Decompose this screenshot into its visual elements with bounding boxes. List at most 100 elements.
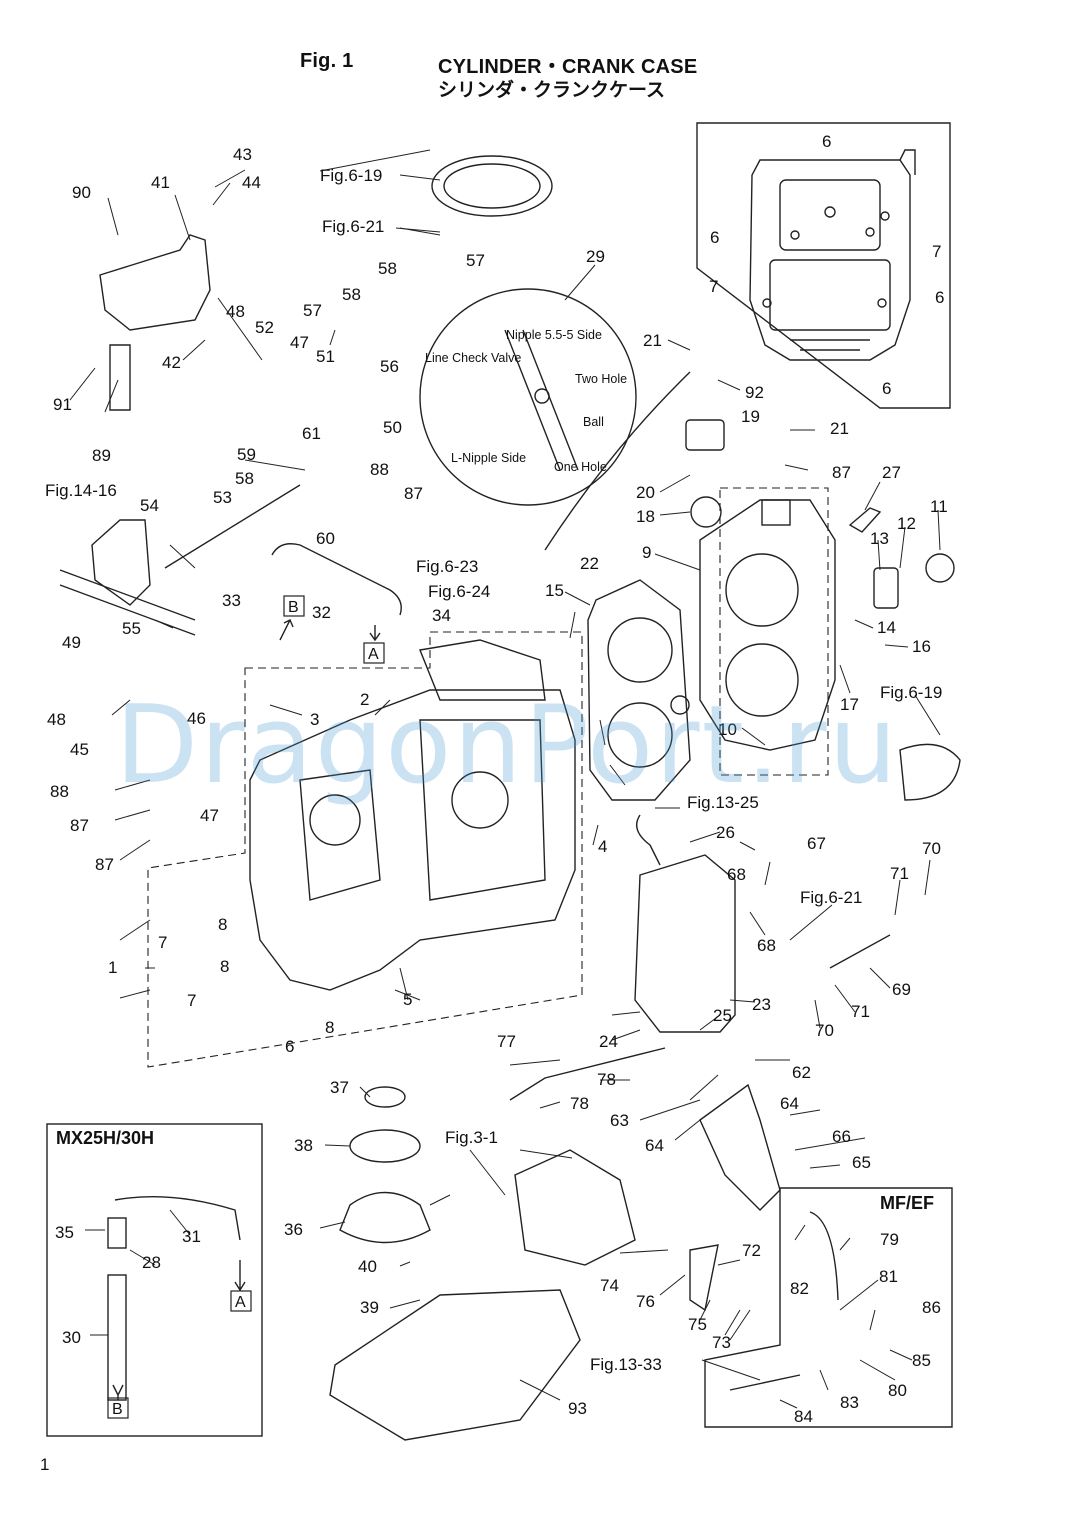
figure-reference: Fig.6-19 bbox=[880, 683, 942, 702]
gasket-93 bbox=[329, 1289, 581, 1441]
figure-reference: Fig.3-1 bbox=[445, 1128, 498, 1147]
part-label: 7 bbox=[709, 277, 718, 296]
mf-ef-inset-title: MF/EF bbox=[880, 1193, 934, 1213]
page-title-japanese: シリンダ・クランクケース bbox=[438, 79, 666, 101]
bracket-fig13-33 bbox=[729, 1374, 801, 1391]
marker-b: B bbox=[288, 599, 299, 616]
leader-lines bbox=[69, 149, 941, 1409]
clip-89 bbox=[109, 344, 131, 411]
part-label: 78 bbox=[597, 1070, 616, 1089]
figure-reference: Fig.6-24 bbox=[428, 582, 490, 601]
part-label: 42 bbox=[162, 353, 181, 372]
part-label: 30 bbox=[62, 1328, 81, 1347]
part-label: 43 bbox=[233, 145, 252, 164]
part-label: 62 bbox=[792, 1063, 811, 1082]
part-label: 32 bbox=[312, 603, 331, 622]
part-label: 71 bbox=[851, 1002, 870, 1021]
part-label: 54 bbox=[140, 496, 159, 515]
part-label: 53 bbox=[213, 488, 232, 507]
detail-label: Line Check Valve bbox=[425, 351, 521, 365]
part-label: 90 bbox=[72, 183, 91, 202]
detail-label: Ball bbox=[583, 415, 604, 429]
detail-label: One Hole bbox=[554, 460, 607, 474]
cylinder-head-gasket bbox=[587, 579, 691, 801]
detail-label: Two Hole bbox=[575, 372, 627, 386]
mf-ef-inset-frame bbox=[704, 1187, 953, 1428]
thermostat-18 bbox=[690, 496, 722, 528]
crankcase-cover bbox=[634, 854, 736, 1033]
part-label: 50 bbox=[383, 418, 402, 437]
part-label: 64 bbox=[645, 1136, 664, 1155]
part-label: 75 bbox=[688, 1315, 707, 1334]
part-label: 38 bbox=[294, 1136, 313, 1155]
part-label: 10 bbox=[718, 720, 737, 739]
part-label: 78 bbox=[570, 1094, 589, 1113]
part-label: 74 bbox=[600, 1276, 619, 1295]
marker-b-inset: B bbox=[112, 1401, 123, 1418]
hose-30 bbox=[107, 1274, 127, 1401]
part-label: 35 bbox=[55, 1223, 74, 1242]
part-label: 56 bbox=[380, 357, 399, 376]
spark-plug-27 bbox=[848, 507, 882, 533]
part-label: 61 bbox=[302, 424, 321, 443]
part-label: 8 bbox=[220, 957, 229, 976]
fitting-11 bbox=[925, 553, 955, 583]
part-label: 82 bbox=[790, 1279, 809, 1298]
boxed-markers: B A A B bbox=[107, 595, 385, 1419]
page-number: 1 bbox=[40, 1455, 50, 1474]
part-label: 46 bbox=[187, 709, 206, 728]
part-label: 76 bbox=[636, 1292, 655, 1311]
part-label: 70 bbox=[922, 839, 941, 858]
part-label: 58 bbox=[378, 259, 397, 278]
part-label: 63 bbox=[610, 1111, 629, 1130]
part-label: 34 bbox=[432, 606, 451, 625]
part-label: 87 bbox=[404, 484, 423, 503]
part-label: 19 bbox=[741, 407, 760, 426]
bracket-fig3-1 bbox=[514, 1149, 636, 1266]
part-label: 9 bbox=[642, 543, 651, 562]
figure-reference: Fig.6-23 bbox=[416, 557, 478, 576]
part-label: 20 bbox=[636, 483, 655, 502]
hose-22 bbox=[544, 371, 691, 551]
part-label: 44 bbox=[242, 173, 261, 192]
part-label: 89 bbox=[92, 446, 111, 465]
part-label: 87 bbox=[70, 816, 89, 835]
part-label: 24 bbox=[599, 1032, 618, 1051]
figure-reference: Fig.13-33 bbox=[590, 1355, 662, 1374]
part-label: 92 bbox=[745, 383, 764, 402]
hose-32 bbox=[271, 543, 402, 616]
part-label: 55 bbox=[122, 619, 141, 638]
part-label: 65 bbox=[852, 1153, 871, 1172]
part-label: 2 bbox=[360, 690, 369, 709]
part-label: 4 bbox=[598, 837, 607, 856]
part-label: 83 bbox=[840, 1393, 859, 1412]
part-label: 86 bbox=[922, 1298, 941, 1317]
part-label: 45 bbox=[70, 740, 89, 759]
part-label: 68 bbox=[727, 865, 746, 884]
assembly-dashed-outline bbox=[147, 487, 829, 1068]
part-label: 59 bbox=[237, 445, 256, 464]
part-label: 6 bbox=[882, 379, 891, 398]
part-label: 37 bbox=[330, 1078, 349, 1097]
bracket-fig6-19-right bbox=[899, 743, 961, 801]
part-label: 40 bbox=[358, 1257, 377, 1276]
part-label: 6 bbox=[822, 132, 831, 151]
detail-label: Nipple 5.5-5 Side bbox=[506, 328, 602, 342]
fitting-28 bbox=[107, 1217, 127, 1249]
part-label: 23 bbox=[752, 995, 771, 1014]
part-label: 8 bbox=[325, 1018, 334, 1037]
part-label: 49 bbox=[62, 633, 81, 652]
part-label: 87 bbox=[95, 855, 114, 874]
marker-a-inset: A bbox=[235, 1294, 246, 1311]
part-label: 36 bbox=[284, 1220, 303, 1239]
part-label: 17 bbox=[840, 695, 859, 714]
figure-reference: Fig.14-16 bbox=[45, 481, 117, 500]
detail-label: L-Nipple Side bbox=[451, 451, 526, 465]
part-label: 7 bbox=[932, 242, 941, 261]
part-label: 18 bbox=[636, 507, 655, 526]
part-label: 3 bbox=[310, 710, 319, 729]
part-label: 13 bbox=[870, 529, 889, 548]
part-label: 64 bbox=[780, 1094, 799, 1113]
part-label: 8 bbox=[218, 915, 227, 934]
figure-reference: Fig.13-25 bbox=[687, 793, 759, 812]
